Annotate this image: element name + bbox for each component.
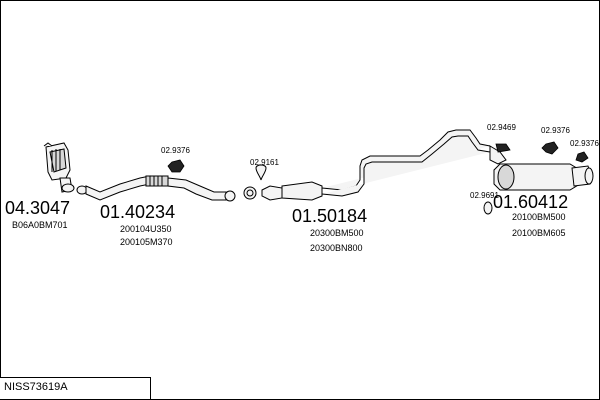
catalytic-converter[interactable] — [43, 142, 75, 193]
flange-gasket[interactable] — [243, 186, 257, 200]
front-pipe[interactable] — [76, 175, 236, 202]
accessory-label: 02.9161 — [250, 158, 279, 167]
oe-code: 20300BM500 — [310, 228, 364, 238]
rubber-hanger-4[interactable] — [541, 141, 559, 155]
reference-box: NISS73619A — [0, 377, 151, 399]
oe-code: 200104U350 — [120, 224, 172, 234]
accessory-label: 02.9469 — [487, 123, 516, 132]
oe-code: 200105M370 — [120, 237, 173, 247]
rubber-hanger-3[interactable] — [495, 143, 511, 153]
rubber-hanger-2[interactable] — [255, 164, 267, 181]
accessory-label: 02.9376 — [570, 139, 599, 148]
part-number-middle-silencer: 01.50184 — [292, 206, 367, 226]
oe-code: 20100BM605 — [512, 228, 566, 238]
part-number-catalytic: 04.3047 — [5, 198, 70, 218]
rear-silencer[interactable] — [489, 145, 594, 191]
oe-code: B06A0BM701 — [12, 220, 68, 230]
oe-code: 20100BM500 — [512, 212, 566, 222]
rubber-hanger-6[interactable] — [483, 201, 493, 215]
part-number-front-pipe: 01.40234 — [100, 202, 175, 222]
accessory-label: 02.9691 — [470, 191, 499, 200]
oe-code: 20300BN800 — [310, 243, 363, 253]
middle-silencer[interactable] — [261, 129, 491, 201]
part-number-rear-silencer: 01.60412 — [493, 192, 568, 212]
accessory-label: 02.9376 — [161, 146, 190, 155]
rubber-hanger-1[interactable] — [167, 159, 185, 173]
rubber-hanger-5[interactable] — [575, 151, 589, 163]
accessory-label: 02.9376 — [541, 126, 570, 135]
reference-code: NISS73619A — [4, 381, 68, 393]
